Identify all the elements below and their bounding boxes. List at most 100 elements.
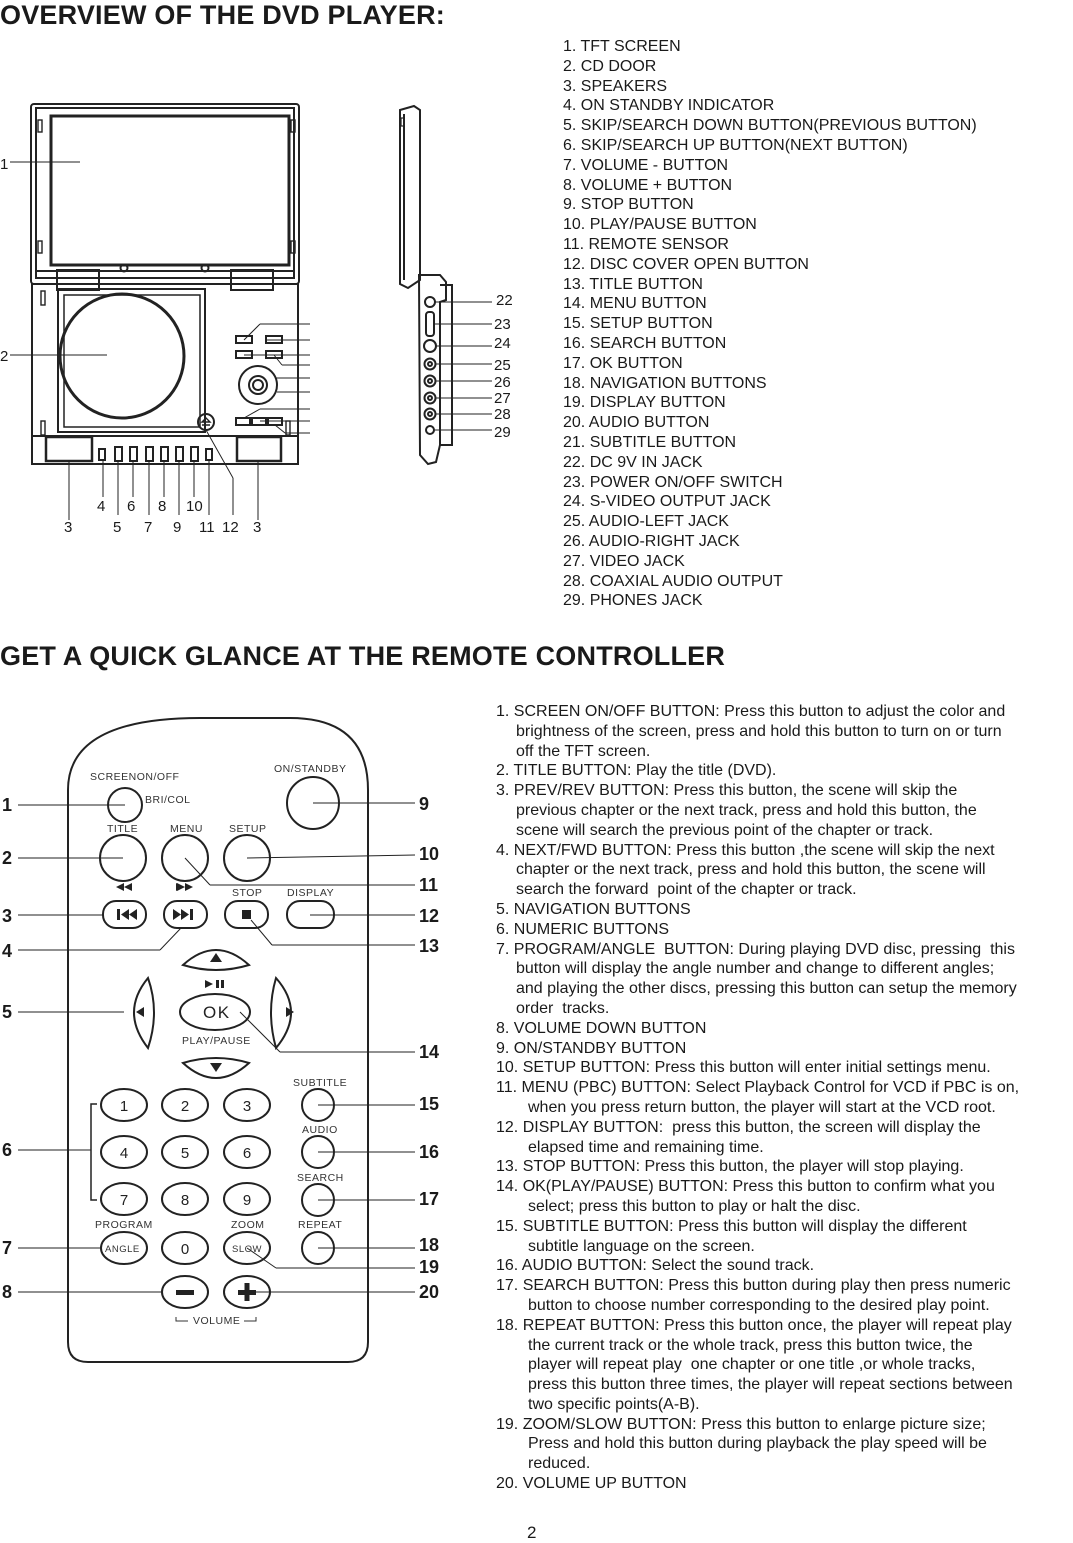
- callout-1: 1: [0, 156, 8, 173]
- label-bri-col: BRI/COL: [145, 794, 191, 806]
- player-part-item: 12. DISC COVER OPEN BUTTON: [563, 255, 809, 273]
- label-zoom: ZOOM: [231, 1219, 265, 1231]
- remote-description-item: 10. SETUP BUTTON: Press this button will…: [496, 1059, 991, 1077]
- player-part-item: 8. VOLUME + BUTTON: [563, 176, 733, 194]
- remote-callout-1: 1: [2, 795, 12, 815]
- remote-description-continuation: select; press this button to play or hal…: [528, 1197, 861, 1215]
- remote-description-continuation: button will display the angle number and…: [516, 960, 995, 978]
- remote-callout-8: 8: [2, 1282, 12, 1302]
- remote-callout-5: 5: [2, 1002, 12, 1022]
- label-stop: STOP: [232, 887, 262, 899]
- label-menu: MENU: [170, 823, 203, 835]
- remote-callout-12: 12: [419, 906, 439, 926]
- label-audio: AUDIO: [302, 1124, 338, 1136]
- callout-29: 29: [494, 424, 511, 441]
- remote-description-item: 18. REPEAT BUTTON: Press this button onc…: [496, 1316, 1012, 1334]
- label-title: TITLE: [107, 823, 138, 835]
- remote-description-item: 15. SUBTITLE BUTTON: Press this button w…: [496, 1217, 967, 1235]
- digit-2: 2: [181, 1098, 189, 1115]
- remote-description-continuation: chapter or the next track, press and hol…: [516, 861, 986, 879]
- remote-description-item: 13. STOP BUTTON: Press this button, the …: [496, 1158, 964, 1176]
- player-section-title: OVERVIEW OF THE DVD PLAYER:: [0, 0, 445, 30]
- remote-callout-14: 14: [419, 1042, 439, 1062]
- remote-description-item: 12. DISPLAY BUTTON: press this button, t…: [496, 1118, 981, 1136]
- remote-callout-9: 9: [419, 794, 429, 814]
- callout-26: 26: [494, 374, 511, 391]
- remote-description-continuation: brightness of the screen, press and hold…: [516, 722, 1002, 740]
- label-search: SEARCH: [297, 1172, 344, 1184]
- remote-description-item: 14. OK(PLAY/PAUSE) BUTTON: Press this bu…: [496, 1178, 995, 1196]
- player-part-item: 13. TITLE BUTTON: [563, 275, 703, 293]
- player-part-item: 11. REMOTE SENSOR: [563, 235, 729, 253]
- remote-description-continuation: button to choose number corresponding to…: [528, 1296, 990, 1314]
- remote-description-item: 17. SEARCH BUTTON: Press this button dur…: [496, 1277, 1011, 1295]
- callout-11: 11: [199, 519, 215, 535]
- remote-description-item: 2. TITLE BUTTON: Play the title (DVD).: [496, 762, 777, 780]
- player-part-item: 27. VIDEO JACK: [563, 552, 685, 570]
- remote-description-item: 8. VOLUME DOWN BUTTON: [496, 1019, 707, 1037]
- remote-description-continuation: press this button three times, the playe…: [528, 1376, 1013, 1394]
- remote-callout-7: 7: [2, 1238, 12, 1258]
- remote-description-item: 6. NUMERIC BUTTONS: [496, 920, 670, 938]
- remote-description-continuation: off the TFT screen.: [516, 742, 651, 760]
- remote-description-item: 16. AUDIO BUTTON: Select the sound track…: [496, 1257, 815, 1275]
- digit-5: 5: [181, 1145, 189, 1162]
- remote-diagram: SCREENON/OFF BRI/COL ON/STANDBY TITLE ME…: [2, 717, 439, 1363]
- player-part-item: 18. NAVIGATION BUTTONS: [563, 374, 767, 392]
- remote-description-continuation: when you press return button, the player…: [528, 1098, 996, 1116]
- remote-description-item: 5. NAVIGATION BUTTONS: [496, 900, 691, 918]
- callout-3-right: 3: [253, 519, 261, 535]
- label-angle: ANGLE: [105, 1244, 140, 1255]
- label-setup: SETUP: [229, 823, 267, 835]
- remote-callout-20: 20: [419, 1282, 439, 1302]
- digit-3: 3: [243, 1098, 251, 1115]
- remote-description-continuation: elapsed time and remaining time.: [528, 1138, 764, 1156]
- label-screen-on-off: SCREENON/OFF: [90, 771, 179, 783]
- digit-7: 7: [120, 1192, 128, 1209]
- remote-description-item: 20. VOLUME UP BUTTON: [496, 1475, 687, 1493]
- callout-27: 27: [494, 390, 511, 407]
- remote-description-continuation: Press and hold this button during playba…: [528, 1435, 987, 1453]
- remote-callout-11: 11: [419, 875, 438, 895]
- player-part-item: 6. SKIP/SEARCH UP BUTTON(NEXT BUTTON): [563, 136, 908, 154]
- remote-callout-18: 18: [419, 1235, 439, 1255]
- player-part-item: 20. AUDIO BUTTON: [563, 414, 710, 432]
- label-program: PROGRAM: [95, 1219, 153, 1231]
- digit-0: 0: [181, 1241, 189, 1258]
- remote-description-continuation: scene will search the previous point of …: [516, 821, 934, 839]
- digit-1: 1: [120, 1098, 128, 1115]
- player-part-item: 19. DISPLAY BUTTON: [563, 394, 726, 412]
- player-part-item: 29. PHONES JACK: [563, 592, 703, 610]
- label-display: DISPLAY: [287, 887, 334, 899]
- player-part-item: 21. SUBTITLE BUTTON: [563, 433, 737, 451]
- player-part-item: 23. POWER ON/OFF SWITCH: [563, 473, 783, 491]
- page-number: 2: [527, 1523, 537, 1542]
- label-on-standby: ON/STANDBY: [274, 763, 346, 775]
- remote-callout-17: 17: [419, 1189, 439, 1209]
- player-part-item: 9. STOP BUTTON: [563, 196, 694, 214]
- player-part-item: 14. MENU BUTTON: [563, 295, 707, 313]
- remote-description-item: 11. MENU (PBC) BUTTON: Select Playback C…: [496, 1079, 1020, 1097]
- remote-description-continuation: previous chapter or the next track, pres…: [516, 801, 977, 819]
- callout-5: 5: [113, 519, 121, 535]
- player-part-item: 24. S-VIDEO OUTPUT JACK: [563, 493, 771, 511]
- player-part-item: 7. VOLUME - BUTTON: [563, 156, 729, 174]
- callout-2: 2: [0, 348, 8, 365]
- player-part-item: 28. COAXIAL AUDIO OUTPUT: [563, 572, 783, 590]
- remote-description-continuation: two specific points(A-B).: [528, 1395, 700, 1413]
- player-part-item: 22. DC 9V IN JACK: [563, 453, 703, 471]
- remote-callout-10: 10: [419, 844, 439, 864]
- remote-description-continuation: and playing the other discs, pressing th…: [516, 980, 1017, 998]
- callout-25: 25: [494, 357, 511, 374]
- remote-callout-2: 2: [2, 848, 12, 868]
- remote-callout-19: 19: [419, 1257, 439, 1277]
- callout-3-left: 3: [64, 519, 72, 535]
- label-repeat: REPEAT: [298, 1219, 342, 1231]
- player-part-item: 4. ON STANDBY INDICATOR: [563, 97, 775, 115]
- player-part-item: 5. SKIP/SEARCH DOWN BUTTON(PREVIOUS BUTT…: [563, 117, 977, 135]
- label-subtitle: SUBTITLE: [293, 1077, 347, 1089]
- callout-10: 10: [186, 498, 203, 515]
- player-part-item: 2. CD DOOR: [563, 57, 657, 75]
- digit-8: 8: [181, 1192, 189, 1209]
